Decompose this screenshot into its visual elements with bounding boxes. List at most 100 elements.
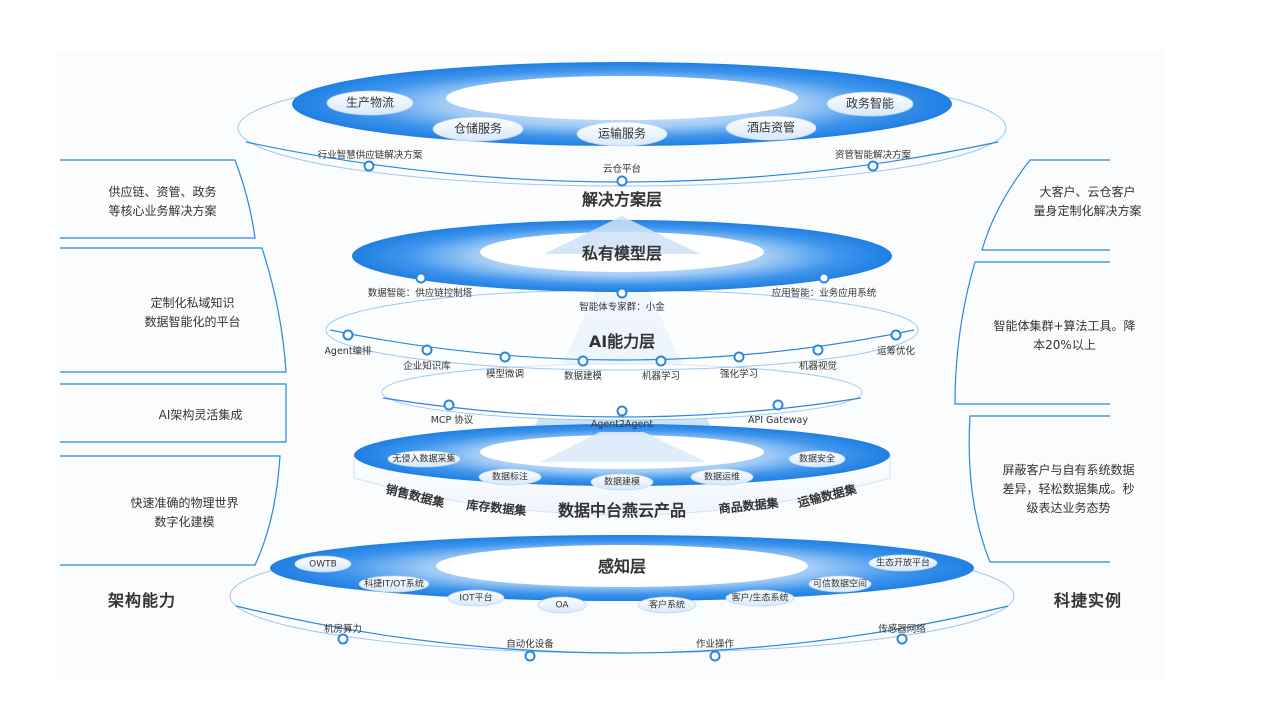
perception-node-2-label: 自动化设备 — [506, 638, 554, 650]
solution-pill-5: 政务智能 — [826, 91, 914, 117]
right-item-1: 大客户、云仓客户 量身定制化解决方案 — [1005, 183, 1170, 221]
ai-node-3: 模型微调 — [486, 351, 524, 380]
private-model-node-3-label: 应用智能：业务应用系统 — [772, 287, 877, 299]
ai-node-1: Agent编排 — [324, 329, 372, 357]
right-item-2-line-2: 本20%以上 — [1033, 338, 1096, 352]
solution-pill-1: 生产物流 — [326, 90, 414, 116]
perception-node-3: 作业操作 — [696, 638, 735, 662]
perception-layer — [229, 535, 1015, 654]
private-model-node-3: 应用智能：业务应用系统 — [772, 272, 877, 299]
beam-arrow — [544, 216, 700, 254]
protocol-node-1: MCP 协议 — [431, 399, 474, 426]
left-brackets — [60, 159, 287, 566]
protocol-node-3-label: API Gateway — [748, 415, 808, 426]
perception-pill-8-label: 生态开放平台 — [876, 556, 930, 568]
right-item-3: 屏蔽客户与自有系统数据 差异，轻松数据集成。秒 级表达业务态势 — [986, 461, 1151, 518]
left-item-4-line-2: 数字化建模 — [154, 515, 215, 529]
ai-node-4-label: 数据建模 — [564, 370, 603, 382]
right-item-1-line-1: 大客户、云仓客户 — [1039, 185, 1136, 199]
perception-pill-5: 客户系统 — [637, 596, 697, 614]
ai-layer-title: AI能力层 — [589, 332, 655, 351]
data-pill-1-label: 无侵入数据采集 — [392, 452, 455, 464]
left-item-2-line-1: 定制化私域知识 — [150, 296, 235, 310]
perception-node-2: 自动化设备 — [506, 638, 554, 662]
right-item-2: 智能体集群+算法工具。降 本20%以上 — [982, 317, 1147, 355]
perception-pill-3-label: IOT平台 — [459, 591, 492, 603]
ai-node-3-label: 模型微调 — [486, 368, 524, 380]
perception-pill-7: 可信数据空间 — [808, 575, 872, 593]
solution-node-2: 云仓平台 — [603, 163, 641, 187]
protocol-node-2: Agent2Agent — [591, 405, 654, 430]
right-brackets — [954, 159, 1110, 563]
solution-node-3: 资管智能解决方案 — [835, 149, 912, 172]
left-panel-title: 架构能力 — [108, 591, 177, 610]
left-item-3-line-1: AI架构灵活集成 — [158, 408, 243, 422]
ai-node-1-label: Agent编排 — [324, 345, 372, 357]
left-item-4: 快速准确的物理世界 数字化建模 — [102, 494, 267, 532]
dataset-3: 商品数据集 — [718, 495, 780, 516]
data-pill-1: 无侵入数据采集 — [387, 450, 461, 468]
ai-node-6-label: 强化学习 — [720, 368, 758, 380]
perception-node-1: 机房算力 — [324, 623, 362, 645]
solution-pill-4-label: 酒店资管 — [747, 120, 795, 135]
right-item-3-line-2: 差异，轻松数据集成。秒 — [1002, 482, 1135, 496]
perception-pill-4: OA — [537, 596, 587, 614]
left-item-1-line-1: 供应链、资管、政务 — [108, 185, 217, 199]
data-pill-4: 数据运维 — [690, 468, 754, 486]
data-pill-3: 数据建模 — [590, 473, 654, 491]
protocol-node-1-label: MCP 协议 — [431, 414, 474, 426]
perception-pill-7-label: 可信数据空间 — [813, 577, 867, 589]
perception-pill-6: 客户/生态系统 — [725, 589, 795, 607]
protocol-node-2-label: Agent2Agent — [591, 419, 654, 430]
left-item-2: 定制化私域知识 数据智能化的平台 — [110, 294, 275, 332]
solution-node-1-label: 行业智慧供应链解决方案 — [318, 149, 423, 161]
perception-pill-2-label: 科捷IT/OT系统 — [364, 577, 424, 589]
data-pill-2-label: 数据标注 — [492, 470, 528, 482]
ai-node-6: 强化学习 — [720, 351, 758, 380]
private-model-node-1: 数据智能：供应链控制塔 — [368, 272, 473, 299]
dataset-2: 库存数据集 — [466, 497, 528, 518]
perception-node-4: 传感器网络 — [878, 623, 926, 645]
ai-node-5: 机器学习 — [642, 355, 680, 382]
data-pill-4-label: 数据运维 — [704, 470, 740, 482]
perception-pill-5-label: 客户系统 — [649, 598, 685, 610]
left-item-1: 供应链、资管、政务 等核心业务解决方案 — [80, 183, 245, 221]
data-pill-3-label: 数据建模 — [604, 475, 640, 487]
right-item-3-line-3: 级表达业务态势 — [1026, 501, 1111, 515]
solution-node-1: 行业智慧供应链解决方案 — [318, 149, 423, 172]
data-center-title: 数据中台燕云产品 — [558, 501, 686, 520]
right-item-2-line-1: 智能体集群+算法工具。降 — [993, 319, 1136, 333]
left-item-2-line-2: 数据智能化的平台 — [144, 315, 241, 329]
perception-pill-4-label: OA — [555, 600, 569, 610]
private-model-title: 私有模型层 — [582, 244, 662, 263]
private-model-node-1-label: 数据智能：供应链控制塔 — [368, 287, 473, 299]
solution-pill-3: 运输服务 — [576, 121, 668, 147]
ai-node-4: 数据建模 — [564, 355, 603, 382]
left-item-4-line-1: 快速准确的物理世界 — [130, 496, 239, 510]
solution-pill-5-label: 政务智能 — [846, 96, 894, 111]
perception-node-3-label: 作业操作 — [696, 638, 735, 650]
solution-pill-1-label: 生产物流 — [346, 96, 394, 110]
ai-node-2-label: 企业知识库 — [403, 360, 451, 372]
perception-pill-2: 科捷IT/OT系统 — [358, 575, 430, 593]
left-item-3: AI架构灵活集成 — [118, 406, 283, 425]
private-model-node-2: 智能体专家群：小金 — [579, 287, 665, 313]
right-panel-title: 科捷实例 — [1054, 591, 1123, 610]
ai-node-8: 运筹优化 — [877, 329, 916, 357]
perception-pill-1-label: OWTB — [309, 559, 337, 569]
right-item-3-line-1: 屏蔽客户与自有系统数据 — [1002, 463, 1135, 477]
perception-node-1-label: 机房算力 — [324, 623, 362, 635]
solution-node-2-label: 云仓平台 — [603, 163, 641, 175]
solution-layer-title: 解决方案层 — [582, 190, 662, 209]
data-pill-5-label: 数据安全 — [799, 452, 835, 464]
ai-node-7: 机器视觉 — [799, 344, 837, 372]
ai-node-7-label: 机器视觉 — [799, 360, 837, 372]
data-pill-5: 数据安全 — [788, 450, 846, 468]
left-item-1-line-2: 等核心业务解决方案 — [108, 204, 217, 218]
perception-pill-8: 生态开放平台 — [868, 554, 938, 572]
ai-node-8-label: 运筹优化 — [877, 345, 916, 357]
private-model-node-2-label: 智能体专家群：小金 — [579, 301, 665, 313]
perception-pill-1: OWTB — [294, 555, 352, 573]
solution-node-3-label: 资管智能解决方案 — [835, 149, 912, 161]
